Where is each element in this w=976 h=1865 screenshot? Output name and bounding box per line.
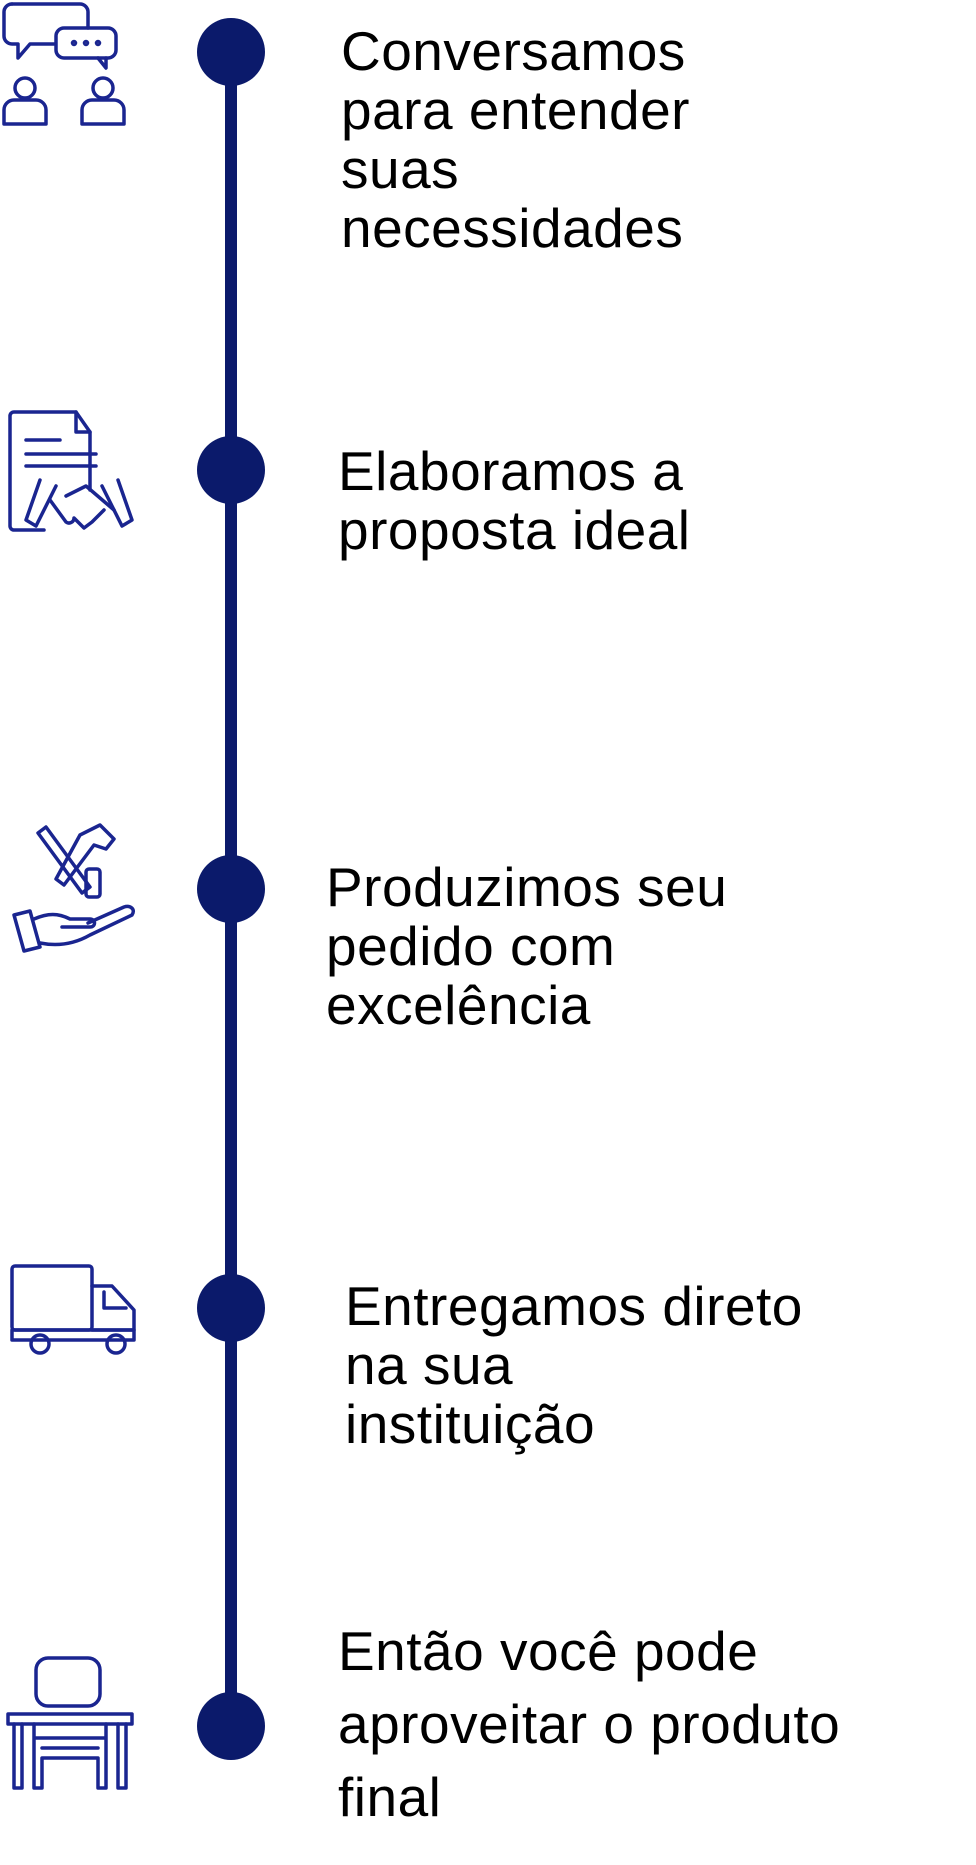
step-3-text: Produzimos seu pedido com excelência	[326, 856, 728, 1036]
step-1-text: Conversamos para entender suas necessida…	[341, 20, 690, 259]
timeline-dot-5	[197, 1692, 265, 1760]
tools-hand-icon	[0, 815, 140, 955]
delivery-truck-icon	[0, 1238, 140, 1378]
document-handshake-icon	[0, 400, 140, 540]
step-4-text: Entregamos direto na sua instituição	[345, 1275, 803, 1455]
desk-chair-icon	[0, 1650, 140, 1790]
conversation-people-icon	[0, 0, 140, 140]
step-5-text: Então você pode aproveitar o produto fin…	[338, 1620, 841, 1828]
timeline-dot-1	[197, 18, 265, 86]
timeline-dot-4	[197, 1274, 265, 1342]
step-2-text: Elaboramos a proposta ideal	[338, 440, 691, 561]
timeline-dot-2	[197, 436, 265, 504]
timeline-dot-3	[197, 855, 265, 923]
